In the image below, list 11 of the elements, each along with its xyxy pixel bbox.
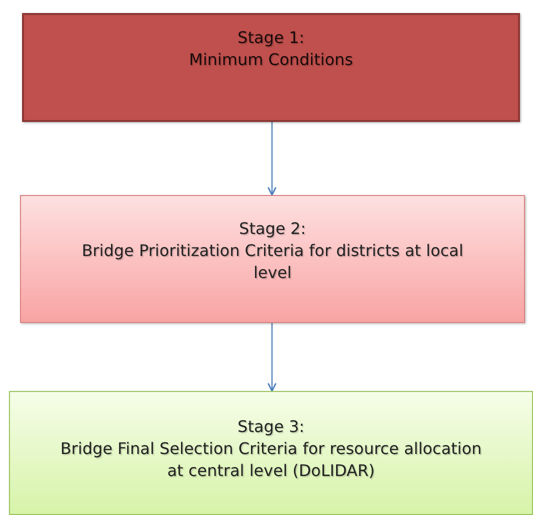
- stage-heading: Stage 2:: [239, 218, 306, 240]
- stage-heading: Stage 1:: [238, 27, 304, 49]
- stage-description: Minimum Conditions: [189, 49, 353, 71]
- stage-box: [22, 13, 520, 122]
- arrow: [267, 122, 277, 196]
- stage-box: [20, 195, 525, 323]
- stage-heading: Stage 3:: [238, 416, 304, 438]
- stage-box: [9, 391, 533, 515]
- arrow: [267, 323, 277, 392]
- stage-description: Bridge Final Selection Criteria for resource allocation at central level (DoLIDAR): [59, 438, 483, 482]
- stage-description: Bridge Prioritization Criteria for districts at local level: [80, 240, 464, 284]
